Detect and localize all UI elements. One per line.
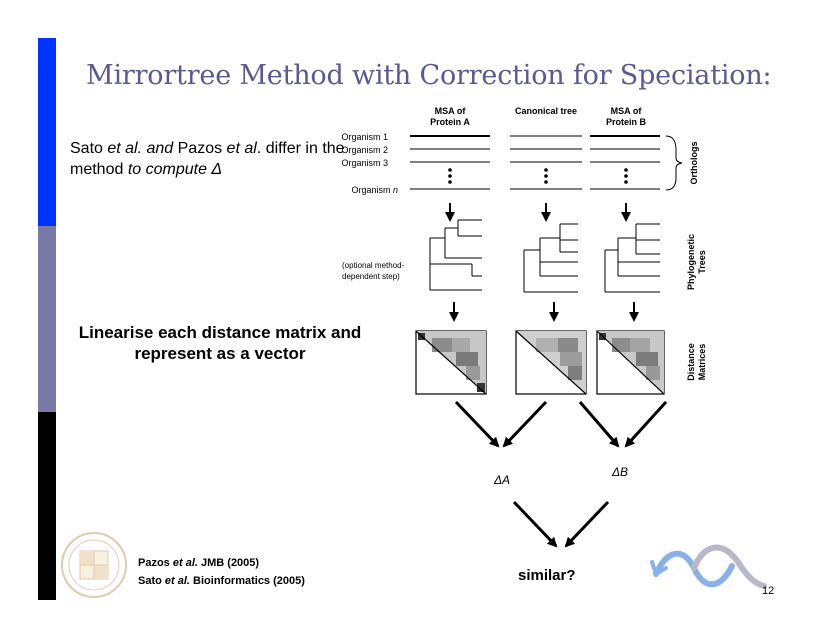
intro-text: Sato et al. and Pazos et al. differ in t… xyxy=(70,140,345,178)
optional-step-label-1: (optional method- xyxy=(342,261,405,270)
organism-n-label: Organism n xyxy=(351,185,398,195)
organism-2-label: Organism 2 xyxy=(341,145,388,155)
optional-step-label-2: dependent step) xyxy=(342,272,400,281)
tree-canonical xyxy=(523,223,578,293)
orthologs-label: Orthologs xyxy=(689,142,699,185)
msa-b-lines xyxy=(590,135,660,190)
accent-bar-blue xyxy=(38,38,56,226)
msa-b-dots xyxy=(624,168,628,184)
phylo-label-1: Phylogenetic xyxy=(686,234,696,290)
slide-title: Mirrortree Method with Correction for Sp… xyxy=(86,60,772,91)
distance-matrix-b xyxy=(596,330,665,395)
down-arrow-icon xyxy=(449,302,639,322)
msa-a-dots xyxy=(448,168,452,184)
university-seal-icon xyxy=(61,532,127,598)
delta-a-label: ΔA xyxy=(493,473,510,487)
accent-bar-black xyxy=(38,412,56,600)
organism-3-label: Organism 3 xyxy=(341,158,388,168)
down-arrow-icon xyxy=(445,203,631,222)
reference-pazos: Pazos et al. JMB (2005) xyxy=(138,557,260,569)
accent-bar-grey xyxy=(38,226,56,412)
distance-label-2: Matrices xyxy=(697,344,707,381)
msa-b-header-2: Protein B xyxy=(606,117,647,127)
tree-protein-b xyxy=(604,223,660,293)
linearise-text: Linearise each distance matrix and repre… xyxy=(78,323,362,363)
orthologs-brace xyxy=(665,135,683,191)
phylo-label-2: Trees xyxy=(697,250,707,274)
reference-sato: Sato et al. Bioinformatics (2005) xyxy=(138,575,305,587)
msa-b-header-1: MSA of xyxy=(611,106,643,116)
canonical-header: Canonical tree xyxy=(515,106,577,116)
msa-a-lines xyxy=(410,135,490,190)
canonical-dots xyxy=(544,168,548,184)
distance-matrix-canonical xyxy=(515,330,587,395)
converge-arrows xyxy=(454,400,668,548)
distance-matrix-a xyxy=(415,330,487,395)
msa-a-header-2: Protein A xyxy=(430,117,470,127)
canonical-lines xyxy=(510,135,582,190)
tree-protein-a xyxy=(429,219,482,291)
delta-b-label: ΔB xyxy=(611,465,628,479)
wave-logo-icon xyxy=(650,544,767,589)
similar-label: similar? xyxy=(518,567,576,584)
distance-label-1: Distance xyxy=(686,343,696,381)
organism-1-label: Organism 1 xyxy=(341,132,388,142)
msa-a-header-1: MSA of xyxy=(435,106,467,116)
page-number: 12 xyxy=(762,585,775,597)
references: Pazos et al. JMB (2005) Sato et al. Bioi… xyxy=(138,554,305,590)
